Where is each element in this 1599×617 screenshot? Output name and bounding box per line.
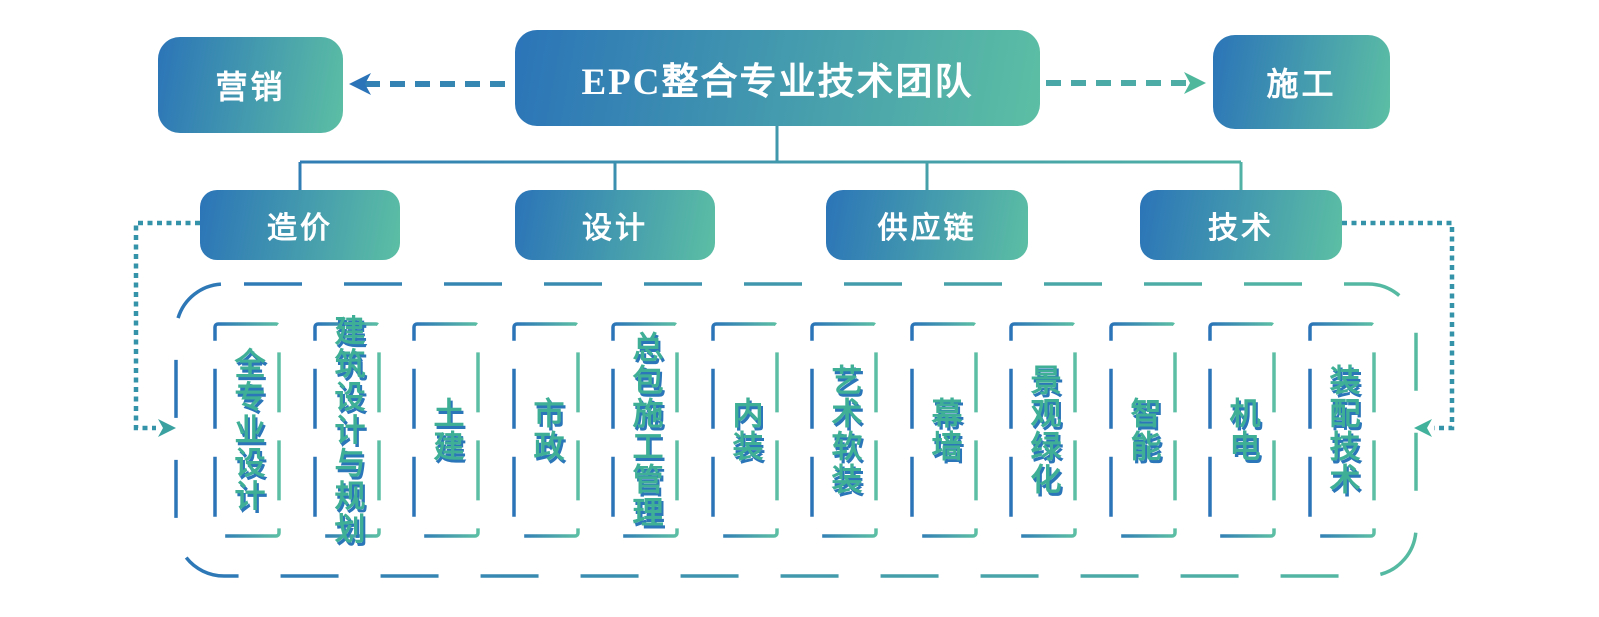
- specialty-item: 智能 智能: [1111, 324, 1175, 536]
- specialty-label: 装配技术: [1324, 364, 1360, 496]
- specialty-label: 土建: [428, 397, 464, 463]
- specialty-label: 景观绿化: [1025, 364, 1061, 496]
- specialty-label-shadow: 机电: [1226, 400, 1262, 466]
- branch-node-supply-chain: 供应链: [826, 190, 1028, 260]
- specialty-item: 幕墙 幕墙: [912, 324, 976, 536]
- specialty-item: 装配技术 装配技术: [1310, 324, 1374, 536]
- specialty-box-border: [1308, 322, 1376, 538]
- tree-connector-line: [298, 126, 1243, 191]
- specialty-label: 艺术软装: [826, 364, 862, 496]
- branch-node-label: 设计: [582, 212, 648, 245]
- specialty-label: 机电: [1224, 397, 1260, 463]
- branch-node-label: 供应链: [877, 212, 977, 245]
- specialty-label-shadow: 景观绿化: [1027, 367, 1063, 499]
- dotted-loop-left-arrow-icon: [158, 419, 176, 437]
- node-marketing-label: 营销: [215, 69, 286, 105]
- specialty-label-shadow: 市政: [530, 400, 566, 466]
- specialty-box-border: [611, 322, 679, 538]
- specialty-item: 艺术软装 艺术软装: [812, 324, 876, 536]
- branch-node-technology: 技术: [1140, 190, 1342, 260]
- specialty-item: 土建 土建: [414, 324, 478, 536]
- root-node-epc-team: EPC整合专业技术团队: [515, 30, 1040, 126]
- specialty-label-shadow: 装配技术: [1326, 367, 1362, 499]
- specialty-label-shadow: 幕墙: [928, 400, 964, 466]
- specialty-box-border: [1109, 322, 1177, 538]
- specialty-item: 内装 内装: [713, 324, 777, 536]
- specialty-label: 内装: [727, 397, 763, 463]
- node-construction-label: 施工: [1266, 66, 1337, 102]
- specialty-item: 机电 机电: [1210, 324, 1274, 536]
- specialty-box-border: [313, 322, 381, 538]
- branch-node-cost: 造价: [200, 190, 400, 260]
- dotted-loop-right-arrow-icon: [1414, 419, 1432, 437]
- specialty-label-shadow: 建筑设计与规划: [331, 317, 367, 549]
- branch-node-label: 技术: [1208, 212, 1274, 245]
- arrow-head-right-icon: [1184, 72, 1206, 94]
- specialty-label-shadow: 智能: [1127, 400, 1163, 466]
- specialty-item: 景观绿化 景观绿化: [1011, 324, 1075, 536]
- specialty-label: 建筑设计与规划: [329, 314, 365, 546]
- specialty-box-border: [1208, 322, 1276, 538]
- specialty-pool-border: [174, 282, 1418, 578]
- specialty-label: 智能: [1125, 397, 1161, 463]
- specialty-label-shadow: 全专业设计: [231, 350, 267, 516]
- specialty-label: 幕墙: [926, 397, 962, 463]
- root-node-label: EPC整合专业技术团队: [581, 62, 974, 103]
- specialty-box-border: [412, 322, 480, 538]
- dotted-loop-left: [133, 220, 200, 431]
- node-construction: 施工: [1213, 35, 1390, 129]
- specialty-box-border: [810, 322, 878, 538]
- specialty-item: 全专业设计 全专业设计: [215, 324, 279, 536]
- specialty-box-border: [512, 322, 580, 538]
- dotted-loop-right: [1342, 220, 1455, 431]
- specialty-label: 总包施工管理: [627, 331, 663, 529]
- specialty-item: 市政 市政: [514, 324, 578, 536]
- specialty-box-border: [213, 322, 281, 538]
- specialty-label: 全专业设计: [229, 347, 265, 513]
- branch-node-design: 设计: [515, 190, 715, 260]
- specialty-item: 建筑设计与规划 建筑设计与规划: [315, 315, 379, 549]
- specialty-box-border: [910, 322, 978, 538]
- specialty-label-shadow: 艺术软装: [828, 367, 864, 499]
- specialty-label-shadow: 总包施工管理: [629, 334, 665, 532]
- specialty-item: 总包施工管理 总包施工管理: [613, 324, 677, 536]
- specialty-box-border: [1009, 322, 1077, 538]
- arrow-head-left-icon: [349, 73, 371, 95]
- specialty-box-border: [711, 322, 779, 538]
- specialty-label-shadow: 内装: [729, 400, 765, 466]
- branch-node-label: 造价: [267, 212, 333, 245]
- specialty-label: 市政: [528, 397, 564, 463]
- specialty-label-shadow: 土建: [430, 400, 466, 466]
- node-marketing: 营销: [158, 37, 343, 133]
